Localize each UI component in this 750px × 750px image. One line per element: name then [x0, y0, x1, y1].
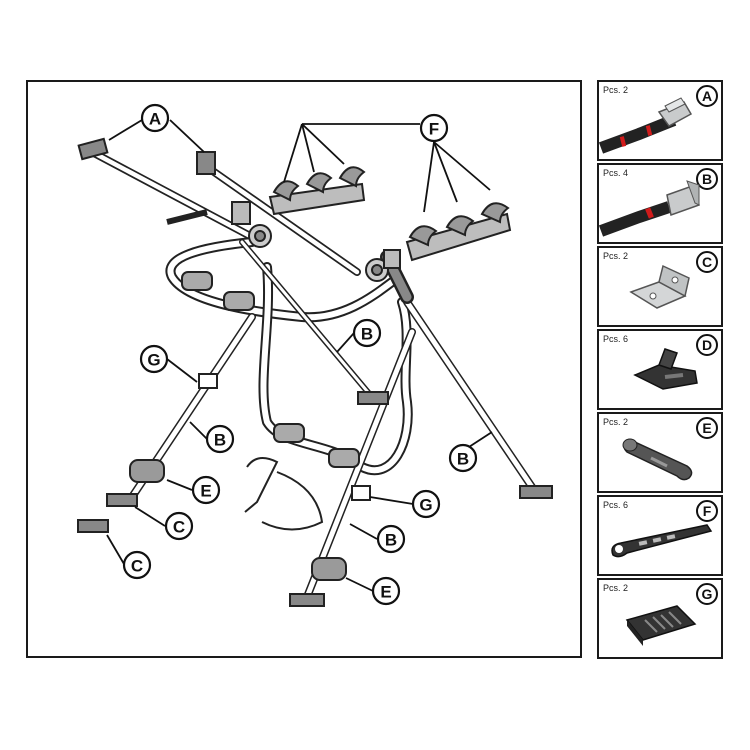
callout-circle	[376, 524, 406, 554]
callout-circle	[164, 511, 194, 541]
callout-letter: C	[173, 518, 185, 537]
part-cell-c: Pcs. 2 C	[597, 246, 723, 327]
pads-and-clips	[129, 271, 371, 581]
callout-letter: F	[429, 120, 439, 139]
strap-clip-icon	[633, 348, 698, 390]
callout-a: A	[140, 103, 170, 133]
callout-c: C	[122, 550, 152, 580]
callout-letter: C	[131, 557, 143, 576]
part-quantity: Pcs. 2	[603, 251, 629, 261]
callout-letter: G	[419, 496, 432, 515]
part-letter-badge: C	[696, 251, 718, 273]
callout-circle	[371, 576, 401, 606]
metal-bracket-icon	[629, 264, 690, 309]
callout-circle	[191, 475, 221, 505]
callout-circle	[419, 113, 449, 143]
callout-g: G	[411, 489, 441, 519]
callout-circle	[122, 550, 152, 580]
parts-list: Pcs. 2 A Pcs. 4 B Pcs. 2 C Pcs. 6	[597, 80, 723, 659]
callout-b: B	[448, 443, 478, 473]
part-letter-badge: A	[696, 85, 718, 107]
part-cell-f: Pcs. 6 F	[597, 495, 723, 576]
cradles-left	[268, 166, 366, 216]
callout-circle	[139, 344, 169, 374]
callout-e: E	[371, 576, 401, 606]
callout-circle	[352, 318, 382, 348]
loose-straps	[166, 209, 324, 531]
callout-e: E	[191, 475, 221, 505]
foam-pad-icon	[622, 438, 693, 481]
callout-b: B	[376, 524, 406, 554]
callout-letter: E	[380, 583, 391, 602]
part-letter-badge: G	[696, 583, 718, 605]
callout-letter: G	[147, 351, 160, 370]
part-quantity: Pcs. 6	[603, 500, 629, 510]
callout-circle	[411, 489, 441, 519]
part-cell-g: Pcs. 2 G	[597, 578, 723, 659]
hubs	[231, 201, 401, 282]
ratchet-buckle-icon	[625, 605, 697, 646]
part-letter-badge: F	[696, 500, 718, 522]
callout-letter: B	[214, 431, 226, 450]
callout-letter: E	[200, 482, 211, 501]
callout-letter: B	[361, 325, 373, 344]
part-cell-e: Pcs. 2 E	[597, 412, 723, 493]
part-quantity: Pcs. 4	[603, 168, 629, 178]
callout-b: B	[352, 318, 382, 348]
cam-buckle-strap-icon	[599, 97, 693, 154]
callout-b: B	[205, 424, 235, 454]
callout-circle	[140, 103, 170, 133]
callout-letter: B	[385, 531, 397, 550]
callout-c: C	[164, 511, 194, 541]
cradles-right	[405, 202, 512, 262]
callout-letter: B	[457, 450, 469, 469]
part-cell-a: Pcs. 2 A	[597, 80, 723, 161]
rubber-strap-icon	[611, 524, 713, 558]
part-letter-badge: E	[696, 417, 718, 439]
end-hooks	[77, 137, 553, 607]
callout-letter: A	[149, 110, 161, 129]
part-letter-badge: D	[696, 334, 718, 356]
callout-circle	[448, 443, 478, 473]
part-quantity: Pcs. 2	[603, 417, 629, 427]
part-cell-d: Pcs. 6 D	[597, 329, 723, 410]
part-quantity: Pcs. 2	[603, 583, 629, 593]
part-letter-badge: B	[696, 168, 718, 190]
strap-with-bracket-icon	[599, 180, 700, 237]
part-quantity: Pcs. 6	[603, 334, 629, 344]
part-cell-b: Pcs. 4 B	[597, 163, 723, 244]
callout-f: F	[419, 113, 449, 143]
callout-leaders	[106, 119, 493, 592]
callout-g: G	[139, 344, 169, 374]
part-quantity: Pcs. 2	[603, 85, 629, 95]
callout-circle	[205, 424, 235, 454]
